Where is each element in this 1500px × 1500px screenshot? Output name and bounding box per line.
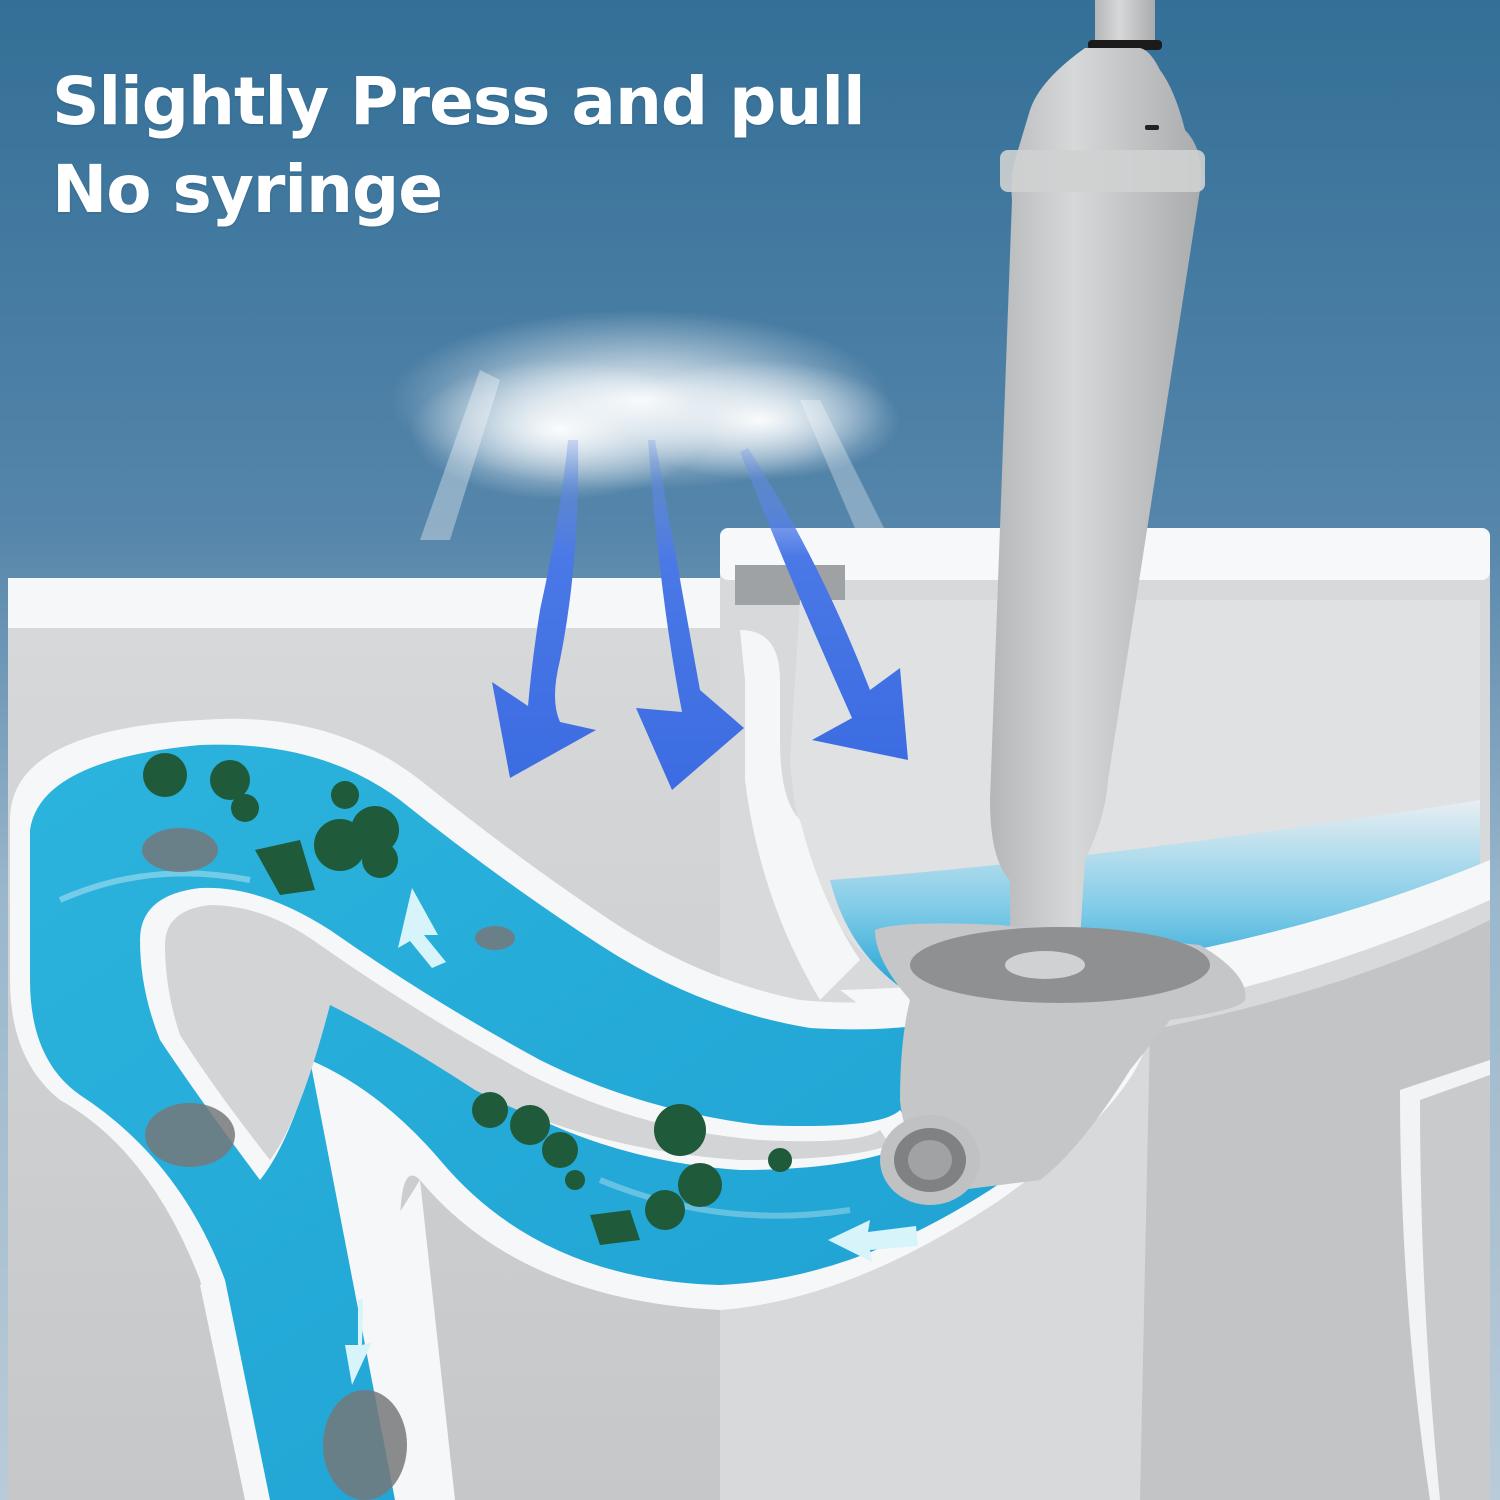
headline-line-1: Slightly Press and pull bbox=[52, 63, 866, 140]
plunger-seal-ring bbox=[1088, 40, 1162, 50]
flow-arrow-up-icon bbox=[398, 888, 446, 968]
headline-line-2: No syringe bbox=[52, 151, 443, 228]
flow-arrow-left-icon bbox=[828, 1220, 918, 1262]
debris-stones bbox=[142, 828, 515, 1500]
plunger-grip-band bbox=[1000, 150, 1205, 192]
plunger-body bbox=[990, 48, 1201, 940]
headline: Slightly Press and pull No syringe bbox=[52, 58, 866, 234]
air-pressure-arrows bbox=[492, 440, 908, 790]
flow-arrows bbox=[345, 888, 918, 1385]
plunger-vent-hole bbox=[1145, 125, 1159, 130]
air-arrow-right-icon bbox=[740, 448, 908, 760]
trap-pipe bbox=[10, 718, 1150, 1500]
plunger bbox=[875, 0, 1246, 1205]
air-arrow-left-icon bbox=[492, 440, 596, 778]
debris-clumps bbox=[143, 753, 792, 1245]
flow-arrow-down-icon bbox=[345, 1299, 372, 1385]
air-arrow-middle-icon bbox=[636, 440, 744, 790]
air-mist bbox=[390, 310, 900, 540]
